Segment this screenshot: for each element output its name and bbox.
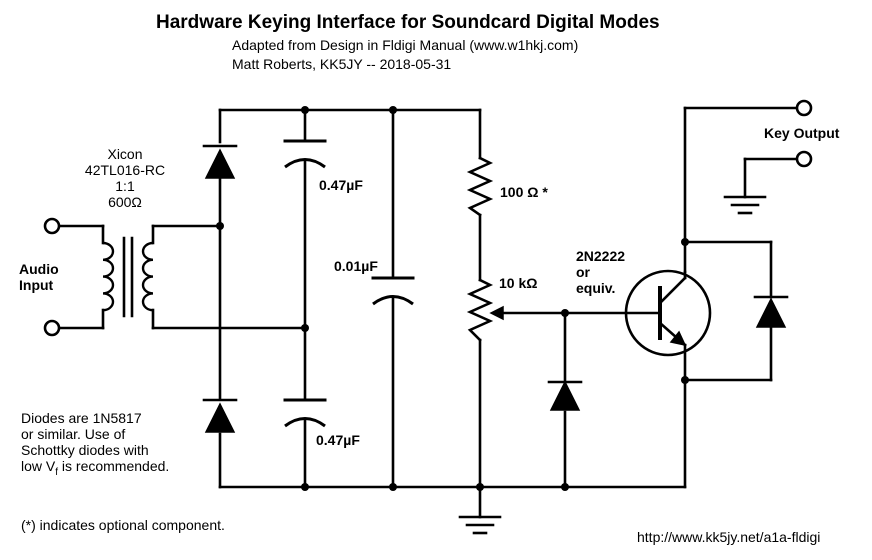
diode-note-vf-prefix: low V	[21, 458, 56, 475]
capacitor-c3-symbol	[283, 398, 327, 428]
transistor-equiv: equiv.	[576, 280, 616, 297]
audio-terminal-top	[43, 217, 61, 235]
diode-note: Diodes are 1N5817 or similar. Use of Sch…	[21, 410, 169, 479]
transformer-label: Xicon 42TL016-RC 1:1 600Ω	[70, 146, 180, 210]
audio-input-line2: Input	[19, 277, 54, 294]
key-output-label: Key Output	[764, 125, 840, 141]
diode-note-vf-subscript: f	[55, 467, 59, 479]
transformer-symbol	[102, 236, 154, 318]
author-line: Matt Roberts, KK5JY -- 2018-05-31	[232, 56, 452, 72]
diode-note-line4: low Vf is recommended.	[21, 458, 169, 478]
transistor-symbol	[624, 269, 712, 357]
optional-note: (*) indicates optional component.	[21, 517, 225, 533]
transistor-label: 2N2222 or equiv.	[576, 248, 625, 296]
capacitor-c1-symbol	[283, 139, 327, 169]
key-terminal-top	[795, 99, 813, 117]
audio-terminal-bottom	[43, 319, 61, 337]
transformer-part: 42TL016-RC	[84, 162, 166, 179]
potentiometer-label: 10 kΩ	[499, 275, 538, 291]
source-url: http://www.kk5jy.net/a1a-fldigi	[637, 529, 821, 545]
potentiometer-symbol	[466, 278, 504, 342]
resistor-r1-label: 100 Ω *	[500, 184, 548, 200]
resistor-r1-symbol	[466, 156, 494, 217]
key-terminal-bottom	[795, 150, 813, 168]
audio-input-line1: Audio	[19, 261, 59, 277]
junction-dots	[216, 106, 689, 491]
capacitor-c3-label: 0.47µF	[316, 432, 360, 448]
transformer-impedance: 600Ω	[108, 194, 142, 211]
audio-input-label: Audio Input	[19, 261, 59, 293]
subtitle: Adapted from Design in Fldigi Manual (ww…	[232, 37, 579, 53]
transistor-or: or	[576, 264, 590, 281]
terminals	[43, 99, 813, 337]
capacitor-c2-label: 0.01µF	[334, 258, 378, 274]
page-title: Hardware Keying Interface for Soundcard …	[156, 12, 660, 33]
diode-note-line1: Diodes are 1N5817	[21, 410, 142, 426]
diode-base-clamp	[547, 380, 583, 411]
transformer-brand: Xicon	[107, 146, 143, 162]
diode-note-vf-suffix: is recommended.	[58, 458, 170, 475]
diode-top	[202, 144, 238, 179]
diode-note-line3: Schottky diodes with	[21, 442, 149, 459]
transformer-ratio: 1:1	[115, 178, 135, 195]
capacitor-c1-label: 0.47µF	[319, 177, 363, 193]
capacitor-c2-symbol	[371, 276, 415, 306]
ground-symbol-bottom	[458, 515, 502, 535]
diode-bottom	[202, 398, 238, 433]
ground-symbol-key	[723, 195, 767, 215]
transistor-part: 2N2222	[576, 248, 626, 264]
diode-protection	[753, 295, 789, 328]
diode-note-line2: or similar. Use of	[21, 426, 126, 443]
wires	[58, 106, 799, 519]
